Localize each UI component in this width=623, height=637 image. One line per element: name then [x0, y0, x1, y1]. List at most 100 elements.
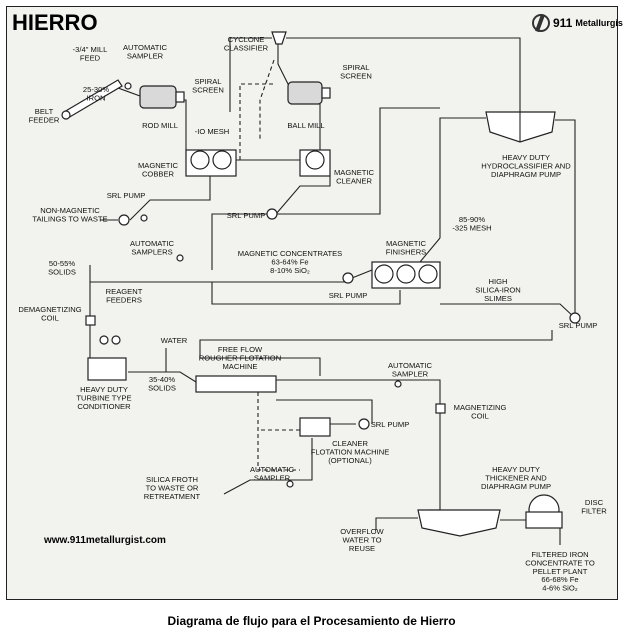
diagram-frame: [6, 6, 618, 600]
logo-icon: [532, 14, 550, 32]
label-line: -325 MESH: [452, 223, 491, 232]
finisher-drum: [418, 264, 438, 284]
label-line: FINISHERS: [386, 247, 427, 256]
label-iron-grade: 25-30%IRON: [83, 85, 109, 102]
label-line: TURBINE TYPE: [76, 393, 131, 402]
label-line: AUTOMATIC: [250, 465, 295, 474]
label-solids-35: 35-40%SOLIDS: [148, 375, 176, 392]
label-line: OVERFLOW: [340, 527, 384, 536]
label-line: ROUGHER FLOTATION: [199, 353, 281, 362]
label-line: TO WASTE OR: [146, 483, 199, 492]
label-line: MAGNETIC CONCENTRATES: [238, 249, 343, 258]
label-line: CLEANER: [332, 439, 368, 448]
label-line: -IO MESH: [195, 127, 230, 136]
label-line: SOLIDS: [48, 267, 76, 276]
sampler-icon: [124, 82, 132, 90]
label-srl-pump-3: SRL PUMP: [329, 291, 368, 300]
label-line: SPIRAL: [194, 77, 221, 86]
label-line: -3/4" MILL: [73, 45, 108, 54]
label-line: AUTOMATIC: [130, 239, 175, 248]
conditioner-shape: [87, 357, 127, 381]
label-line: SAMPLER: [254, 473, 291, 482]
srl-pump-icon: [342, 272, 354, 284]
label-line: DISC: [585, 498, 604, 507]
label-line: 4-6% SiO₂: [542, 584, 577, 593]
label-line: REAGENT: [106, 287, 143, 296]
label-srl-pump-4: SRL PUMP: [559, 321, 598, 330]
label-line: 63-64% Fe: [271, 257, 308, 266]
label-line: FILTERED IRON: [531, 550, 588, 559]
label-line: CLEANER: [336, 176, 372, 185]
label-mesh-10: -IO MESH: [195, 127, 230, 136]
label-line: SRL PUMP: [559, 321, 598, 330]
label-line: (OPTIONAL): [328, 456, 372, 465]
label-line: 50-55%: [49, 259, 75, 268]
label-line: FLOTATION MACHINE: [311, 447, 390, 456]
rod-mill-shape: [139, 85, 177, 109]
label-line: SAMPLER: [392, 369, 429, 378]
label-line: SAMPLER: [127, 51, 164, 60]
label-rod-mill: ROD MILL: [142, 121, 178, 130]
sampler-icon: [286, 480, 294, 488]
sampler-icon: [176, 254, 184, 262]
label-line: HEAVY DUTY: [502, 153, 550, 162]
thickener-shape: [417, 509, 501, 537]
reagent-feeder-icon: [99, 335, 109, 345]
label-line: SCREEN: [340, 71, 372, 80]
diagram-caption: Diagrama de flujo para el Procesamiento …: [167, 614, 456, 628]
srl-pump-icon: [358, 418, 370, 430]
label-line: REUSE: [349, 544, 375, 553]
label-line: 85-90%: [459, 215, 485, 224]
label-mesh-325: 85-90%-325 MESH: [452, 215, 491, 232]
brand-name: Metallurgist: [575, 18, 623, 28]
label-line: CONCENTRATE TO: [525, 558, 595, 567]
label-line: MAGNETIZING: [454, 403, 507, 412]
label-line: SRL PUMP: [227, 211, 266, 220]
flotation-shape: [195, 375, 277, 393]
demag-coil-shape: [85, 315, 96, 326]
label-line: BELT: [35, 107, 54, 116]
label-line: MAGNETIC: [386, 239, 427, 248]
label-line: SRL PUMP: [107, 191, 146, 200]
cleaner-drum: [305, 150, 325, 170]
finisher-drum: [374, 264, 394, 284]
label-line: HYDROCLASSIFIER AND: [481, 161, 571, 170]
srl-pump-icon: [118, 214, 130, 226]
cleaner-flotation-shape: [299, 417, 331, 437]
label-line: FEEDERS: [106, 295, 142, 304]
cyclone-shape: [271, 31, 287, 45]
label-line: WATER TO: [343, 535, 382, 544]
label-line: DIAPHRAGM PUMP: [481, 482, 551, 491]
label-solids-50: 50-55%SOLIDS: [48, 259, 76, 276]
equipment: [61, 31, 581, 537]
spiral-screen-shape-2: [321, 87, 331, 99]
label-line: RETREATMENT: [144, 492, 201, 501]
label-line: SILICA-IRON: [475, 285, 521, 294]
label-line: THICKENER AND: [485, 473, 547, 482]
label-line: IRON: [87, 93, 106, 102]
spiral-screen-shape: [175, 91, 185, 103]
flow-lines: [89, 37, 576, 545]
label-line: PELLET PLANT: [533, 567, 588, 576]
sampler-icon: [140, 214, 148, 222]
label-line: WATER: [161, 336, 188, 345]
label-srl-pump-1: SRL PUMP: [107, 191, 146, 200]
magnetizing-coil-shape: [435, 403, 446, 414]
disc-filter-tank: [525, 511, 563, 529]
label-line: DIAPHRAGM PUMP: [491, 170, 561, 179]
